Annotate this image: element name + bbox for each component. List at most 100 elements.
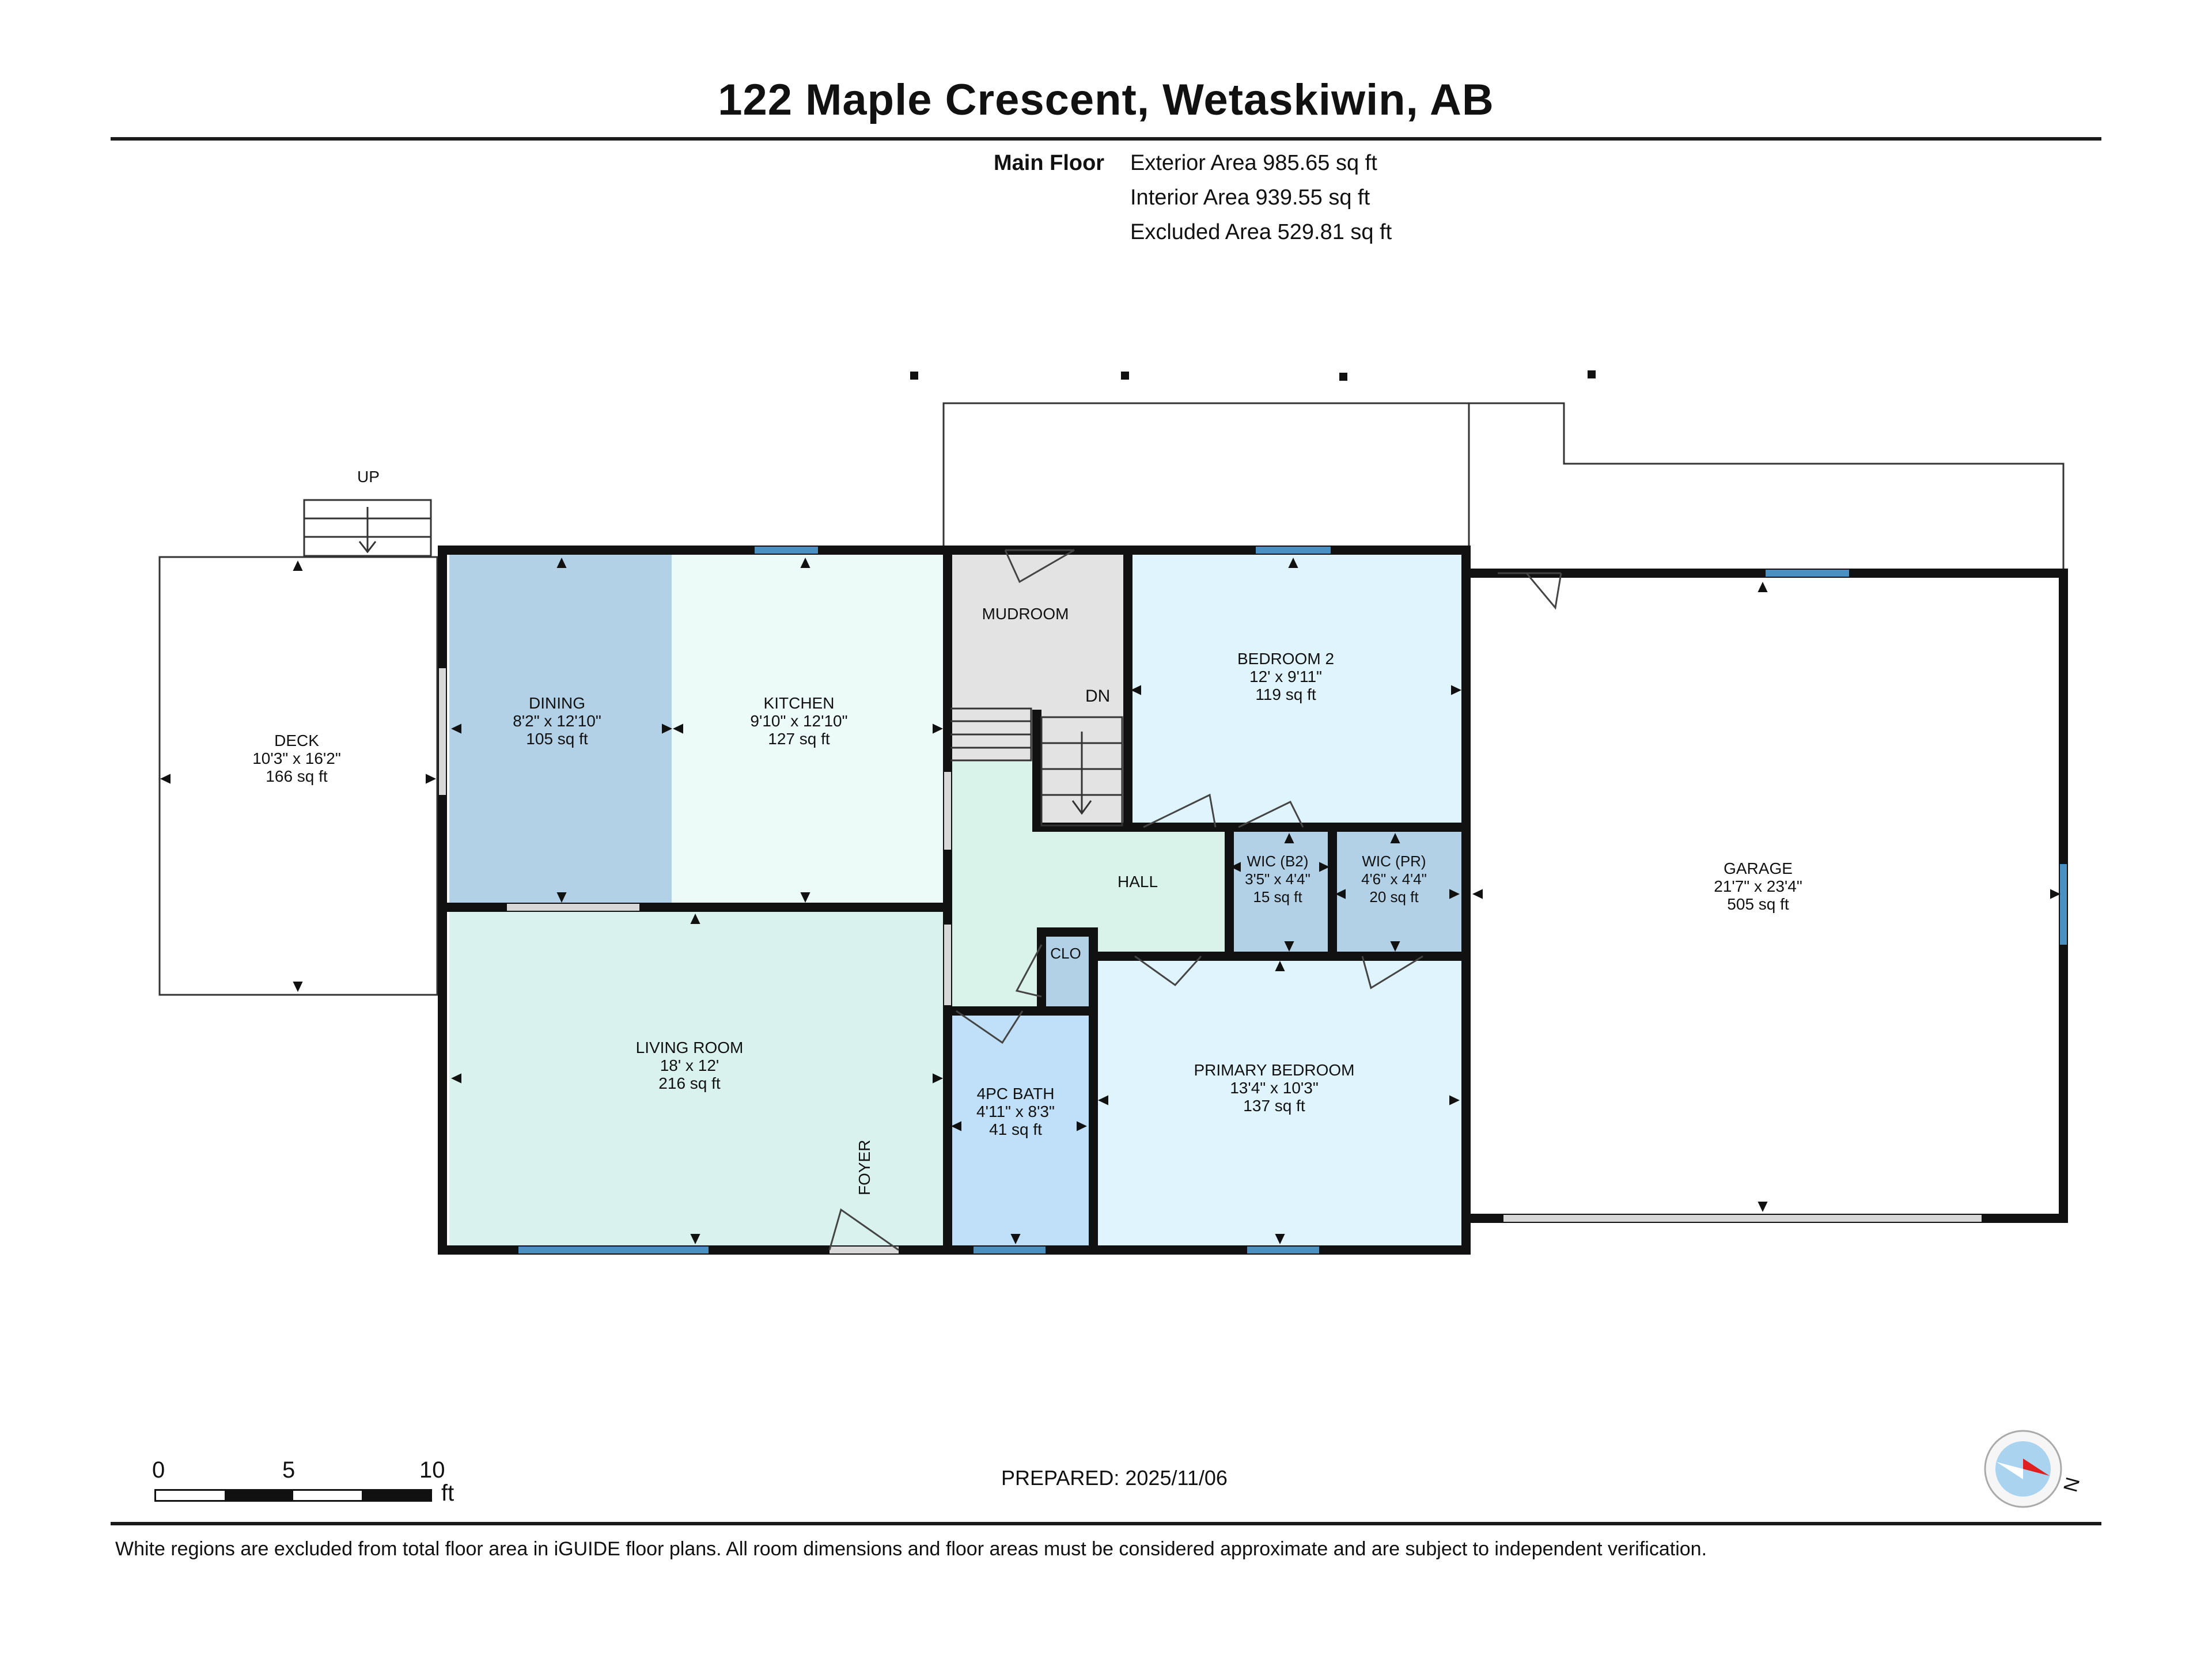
dimension-arrow: [1288, 558, 1298, 568]
room-name: BEDROOM 2: [1237, 650, 1335, 668]
room-dims: 4'11" x 8'3": [976, 1103, 1055, 1120]
scale-segment: [293, 1491, 362, 1500]
survey-markers: [910, 370, 1596, 381]
garage-rear-outline: [1469, 402, 2065, 575]
door-openings: [439, 668, 1982, 1253]
dimension-arrow: [1275, 1234, 1285, 1244]
room-name: GARAGE: [1724, 859, 1793, 877]
exterior-area: Exterior Area 985.65 sq ft: [1130, 151, 1377, 175]
room-dims: 9'10" x 12'10": [750, 712, 848, 730]
room-area: 15 sq ft: [1253, 888, 1302, 906]
dimension-arrow: [1284, 941, 1294, 952]
room-name: 4PC BATH: [976, 1085, 1055, 1103]
compass-icon: [1984, 1430, 2062, 1508]
dimension-arrow: [160, 774, 171, 784]
door-swing: [1238, 800, 1304, 828]
dimension-arrow: [1010, 1234, 1021, 1244]
scale-segment: [225, 1491, 293, 1500]
room-area: 505 sq ft: [1727, 895, 1789, 913]
rear-outline: [942, 402, 1470, 556]
footer-divider: [111, 1522, 2101, 1525]
exterior-outlines: [942, 402, 2065, 575]
room-kitchen: [672, 554, 944, 906]
scale-bar: [154, 1489, 432, 1502]
room-living: [449, 910, 944, 1246]
scale-tick-0: 0: [152, 1457, 165, 1483]
floor-label: Main Floor: [994, 151, 1105, 175]
room-bath: [950, 1014, 1089, 1247]
marker: [910, 372, 918, 380]
room-area: 216 sq ft: [658, 1074, 721, 1092]
dimension-arrow: [933, 1073, 943, 1084]
compass-needle-tail: [1997, 1462, 2023, 1479]
dimension-arrow: [1390, 833, 1400, 843]
dimension-arrow: [673, 724, 683, 734]
dimension-arrow: [556, 892, 567, 903]
dimension-arrow: [1451, 685, 1461, 695]
disclaimer-text: White regions are excluded from total fl…: [115, 1538, 1707, 1560]
down-label: DN: [1085, 687, 1111, 706]
door-swing: [1004, 549, 1075, 584]
room-dims: 21'7" x 23'4": [1714, 877, 1802, 895]
room-wicpr: [1335, 830, 1462, 953]
dimension-arrow: [1758, 582, 1768, 592]
scale-unit: ft: [441, 1480, 454, 1506]
stairs-up: [303, 499, 432, 557]
room-name: KITCHEN: [763, 694, 835, 712]
dimension-arrow: [1449, 889, 1460, 899]
room-name: HALL: [1117, 873, 1158, 891]
dimension-arrow: [2050, 889, 2061, 899]
interior-area: Interior Area 939.55 sq ft: [1130, 185, 1370, 210]
room-name: LIVING ROOM: [635, 1039, 744, 1056]
stair-arrowhead: [1071, 800, 1092, 815]
stair-outline: [303, 499, 432, 557]
scale-tick-10: 10: [419, 1457, 445, 1483]
compass-needle: [2023, 1459, 2050, 1476]
room-area: 166 sq ft: [266, 767, 328, 785]
dimension-arrow: [800, 558, 810, 568]
room-label-mudroom: MUDROOM: [910, 605, 1141, 623]
wall: [1037, 927, 1098, 1255]
room-area: 119 sq ft: [1255, 685, 1316, 703]
windows: [518, 547, 2067, 1253]
dimension-arrow: [1131, 685, 1141, 695]
door-swing: [1015, 944, 1043, 998]
room-dining: [449, 554, 672, 906]
dimension-arrow: [1758, 1202, 1768, 1212]
dimension-arrow: [1449, 1095, 1460, 1105]
room-name: WIC (B2): [1247, 853, 1309, 870]
scale-segment: [362, 1491, 430, 1500]
scale-segment: [156, 1491, 225, 1500]
room-area: 105 sq ft: [526, 730, 588, 748]
room-dims: 10'3" x 16'2": [252, 749, 341, 767]
dimension-arrow: [662, 724, 672, 734]
door-swings: [828, 549, 1562, 1251]
room-garage: [1470, 576, 2062, 1218]
dimension-arrow: [933, 724, 943, 734]
room-dims: 13'4" x 10'3": [1230, 1079, 1319, 1097]
room-area: 137 sq ft: [1243, 1097, 1305, 1115]
foyer-label: FOYER: [855, 1139, 873, 1195]
dimension-arrow: [1390, 941, 1400, 952]
room-name: DINING: [529, 694, 585, 712]
room-name: PRIMARY BEDROOM: [1194, 1061, 1355, 1079]
plan-title: 122 Maple Crescent, Wetaskiwin, AB: [718, 75, 1494, 124]
marker: [1121, 372, 1129, 380]
room-label-clo: CLO: [950, 945, 1181, 963]
room-dims: 4'6" x 4'4": [1361, 870, 1427, 888]
dimension-arrow: [293, 982, 303, 992]
dimension-markers: [160, 558, 2061, 1244]
stair-arrowhead: [358, 541, 377, 554]
marker: [1339, 373, 1347, 381]
dimension-arrow: [426, 774, 436, 784]
room-bedroom2: [1130, 554, 1462, 825]
marker: [1588, 370, 1596, 378]
scale-tick-5: 5: [282, 1457, 296, 1483]
excluded-area: Excluded Area 529.81 sq ft: [1130, 220, 1392, 244]
